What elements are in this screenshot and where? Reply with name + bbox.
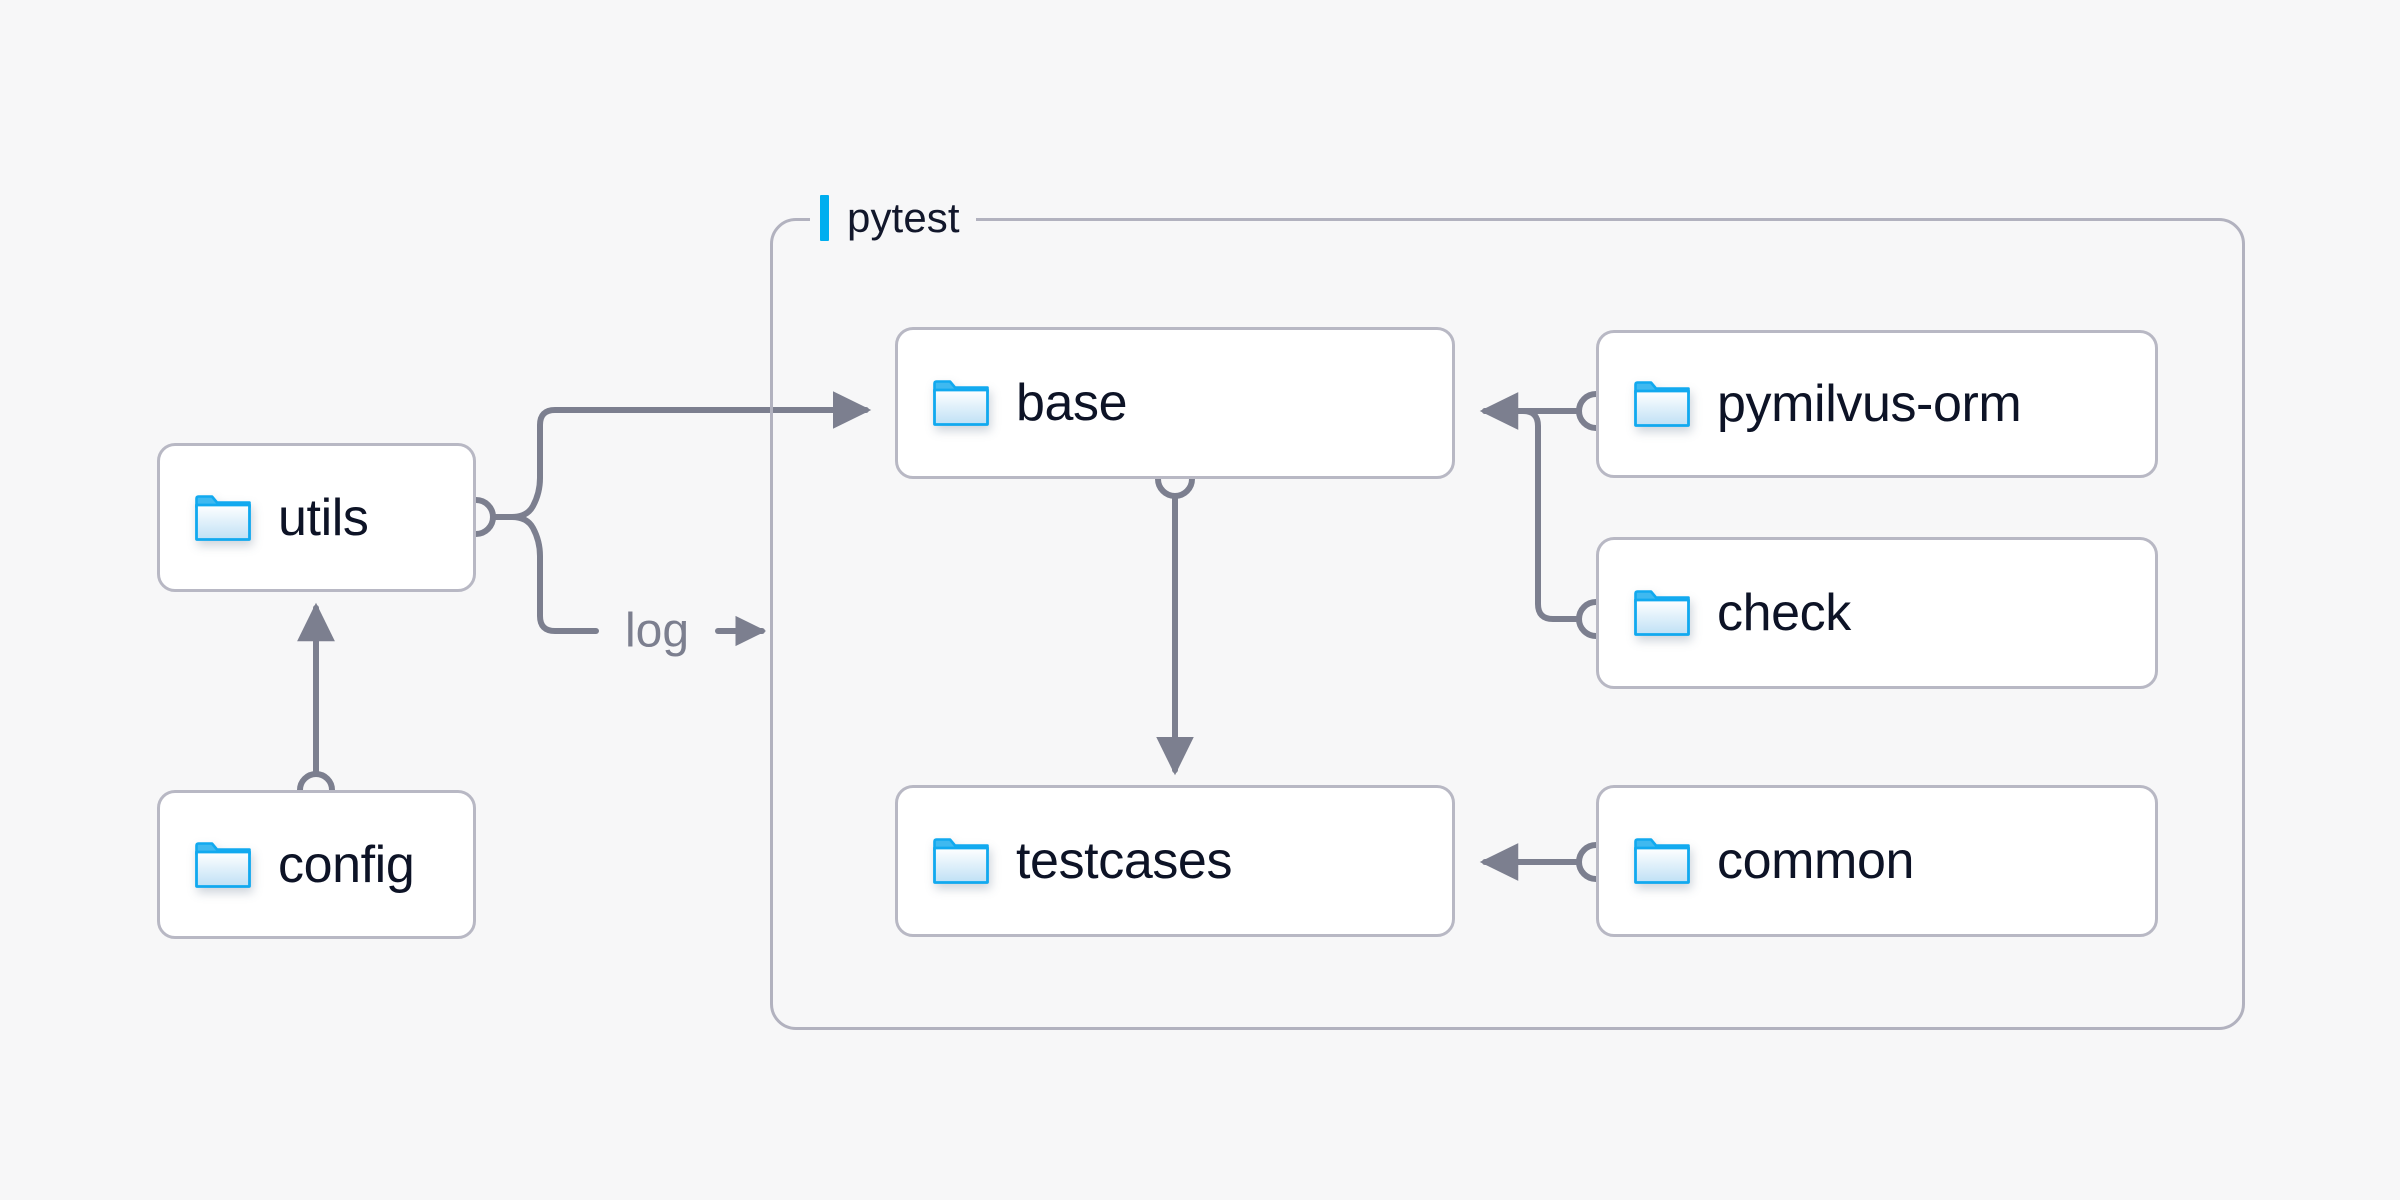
folder-icon	[1633, 589, 1691, 637]
node-pymilvus-orm[interactable]: pymilvus-orm	[1596, 330, 2158, 478]
edge-utils-to-pytest-log	[486, 514, 767, 647]
node-label: config	[278, 835, 415, 894]
edge-label-log: log	[625, 605, 689, 658]
folder-icon	[1633, 380, 1691, 428]
node-label: check	[1717, 584, 1851, 642]
group-title: pytest	[847, 194, 960, 241]
node-label: common	[1717, 832, 1914, 890]
node-label: testcases	[1016, 832, 1233, 890]
folder-icon	[932, 379, 990, 427]
edge-config-to-utils	[297, 602, 335, 809]
group-accent-bar	[820, 195, 829, 241]
node-utils[interactable]: utils	[157, 443, 476, 592]
node-label: pymilvus-orm	[1717, 375, 2022, 433]
node-config[interactable]: config	[157, 790, 476, 939]
folder-icon	[932, 837, 990, 885]
group-pytest-label: pytest	[810, 192, 976, 244]
node-base[interactable]: base	[895, 327, 1455, 479]
node-check[interactable]: check	[1596, 537, 2158, 689]
group-pytest	[770, 218, 2245, 1030]
node-label: base	[1016, 374, 1128, 432]
node-common[interactable]: common	[1596, 785, 2158, 937]
folder-icon	[194, 494, 252, 542]
folder-icon	[1633, 837, 1691, 885]
folder-icon	[194, 841, 252, 889]
node-label: utils	[278, 488, 369, 547]
node-testcases[interactable]: testcases	[895, 785, 1455, 937]
